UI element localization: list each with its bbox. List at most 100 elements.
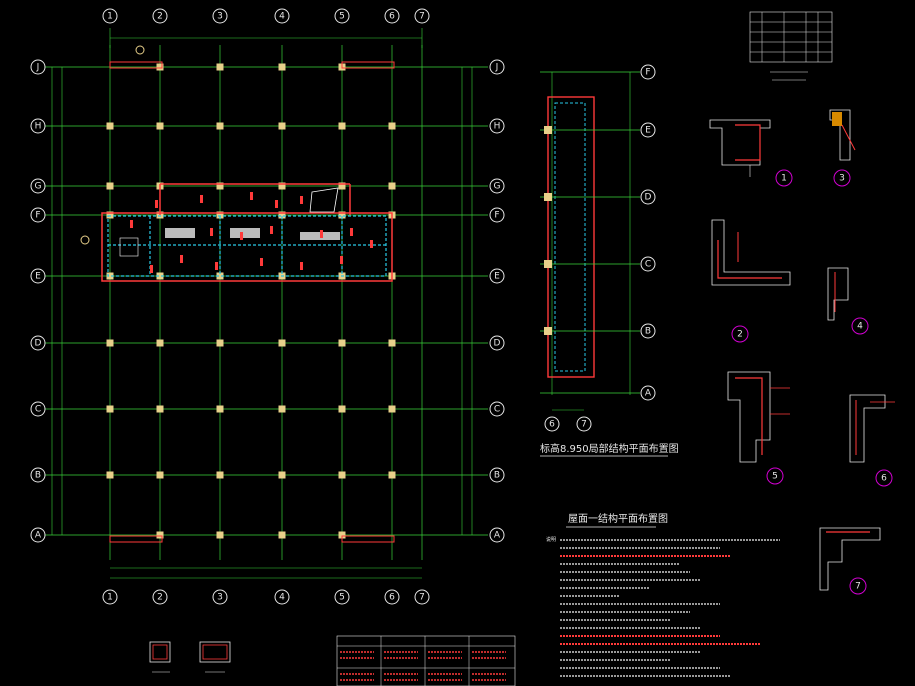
column-marker (338, 471, 346, 479)
column-marker (106, 339, 114, 347)
rebar-mark (260, 258, 263, 266)
grid-bubble-left-G: G (30, 178, 46, 194)
rebar-mark (250, 192, 253, 200)
grid-bubble-top-1-label: 1 (107, 12, 113, 22)
section-bubble-col-6: 6 (544, 416, 560, 432)
column-marker (278, 471, 286, 479)
grid-bubble-left-F-label: F (35, 211, 40, 221)
rebar-mark (300, 262, 303, 270)
column-marker (156, 63, 164, 71)
section-bubble-col-6-label: 6 (549, 420, 555, 430)
section-bubble-D-label: D (645, 193, 652, 203)
column-marker (338, 405, 346, 413)
grid-bubble-left-B: B (30, 467, 46, 483)
column-marker (338, 182, 346, 190)
grid-bubble-right-H-label: H (494, 122, 501, 132)
column-marker (216, 211, 224, 219)
grid-bubble-bottom-7-label: 7 (419, 593, 425, 603)
grid-bubble-right-G: G (489, 178, 505, 194)
grid-bubble-bottom-4-label: 4 (279, 593, 285, 603)
grid-bubble-right-B: B (489, 467, 505, 483)
rebar-mark (300, 196, 303, 204)
grid-bubble-left-H-label: H (35, 122, 42, 132)
rebar-mark (270, 226, 273, 234)
grid-bubble-left-F: F (30, 207, 46, 223)
section-bubble-E: E (640, 122, 656, 138)
detail-bubble-7: 7 (849, 577, 867, 595)
grid-bubble-left-J-label: J (36, 63, 40, 73)
column-marker (278, 405, 286, 413)
section-bubble-col-7: 7 (576, 416, 592, 432)
column-marker (106, 272, 114, 280)
grid-bubble-bottom-3-label: 3 (217, 593, 223, 603)
detail-bubble-3: 3 (833, 169, 851, 187)
grid-bubble-bottom-2: 2 (152, 589, 168, 605)
grid-bubble-right-A-label: A (494, 531, 501, 541)
column-marker (156, 471, 164, 479)
section-bubble-A-label: A (645, 389, 652, 399)
grid-bubble-right-C-label: C (494, 405, 500, 415)
section-bubble-C-label: C (645, 260, 651, 270)
rebar-mark (155, 200, 158, 208)
grid-bubble-top-3: 3 (212, 8, 228, 24)
grid-bubble-right-E-label: E (494, 272, 500, 282)
section-bubble-B: B (640, 323, 656, 339)
column-marker (388, 339, 396, 347)
detail-bubble-label: 1 (781, 174, 787, 184)
detail-bubble-label: 7 (855, 582, 861, 592)
grid-bubble-bottom-1-label: 1 (107, 593, 113, 603)
grid-bubble-left-H: H (30, 118, 46, 134)
grid-bubble-top-4-label: 4 (279, 12, 285, 22)
grid-bubble-bottom-3: 3 (212, 589, 228, 605)
grid-bubble-left-G-label: G (35, 182, 42, 192)
column-marker (278, 211, 286, 219)
column-marker (388, 122, 396, 130)
grid-bubble-left-D: D (30, 335, 46, 351)
column-marker (106, 122, 114, 130)
rebar-mark (320, 230, 323, 238)
column-sections (149, 641, 231, 673)
column-marker (388, 471, 396, 479)
rebar-mark (350, 228, 353, 236)
grid-bubble-top-6-label: 6 (389, 12, 395, 22)
grid-bubble-bottom-2-label: 2 (157, 593, 163, 603)
notes-label: 说明 (546, 536, 556, 543)
section-bubble-A: A (640, 385, 656, 401)
core-structure (80, 45, 393, 282)
column-marker (338, 339, 346, 347)
rebar-mark (200, 195, 203, 203)
column-marker (338, 531, 346, 539)
column-marker (106, 211, 114, 219)
grid-bubble-right-A: A (489, 527, 505, 543)
grid-bubble-bottom-7: 7 (414, 589, 430, 605)
detail-bubble-4: 4 (851, 317, 869, 335)
grid-bubble-top-3-label: 3 (217, 12, 223, 22)
section-bubble-F-label: F (645, 68, 650, 78)
section-bubble-E-label: E (645, 126, 651, 136)
grid-bubble-bottom-6: 6 (384, 589, 400, 605)
grid-bubble-top-7: 7 (414, 8, 430, 24)
column-marker (216, 182, 224, 190)
column-marker (338, 122, 346, 130)
detail-bubble-5: 5 (766, 467, 784, 485)
detail-bubble-label: 6 (881, 474, 887, 484)
column-marker (544, 193, 552, 201)
column-marker (216, 122, 224, 130)
column-marker (544, 327, 552, 335)
grid-bubble-left-B-label: B (35, 471, 41, 481)
column-marker (278, 531, 286, 539)
column-marker (278, 63, 286, 71)
grid-bubble-top-6: 6 (384, 8, 400, 24)
column-marker (544, 126, 552, 134)
section-bubble-C: C (640, 256, 656, 272)
column-marker (544, 260, 552, 268)
rebar-mark (150, 265, 153, 273)
column-marker (216, 339, 224, 347)
grid-bubble-right-D-label: D (494, 339, 501, 349)
detail-bubble-label: 3 (839, 174, 845, 184)
grid-bubble-bottom-5: 5 (334, 589, 350, 605)
section-bubble-col-7-label: 7 (581, 420, 587, 430)
section-plan-title: 标高8.950局部结构平面布置图 (540, 442, 679, 455)
grid-bubble-top-7-label: 7 (419, 12, 425, 22)
